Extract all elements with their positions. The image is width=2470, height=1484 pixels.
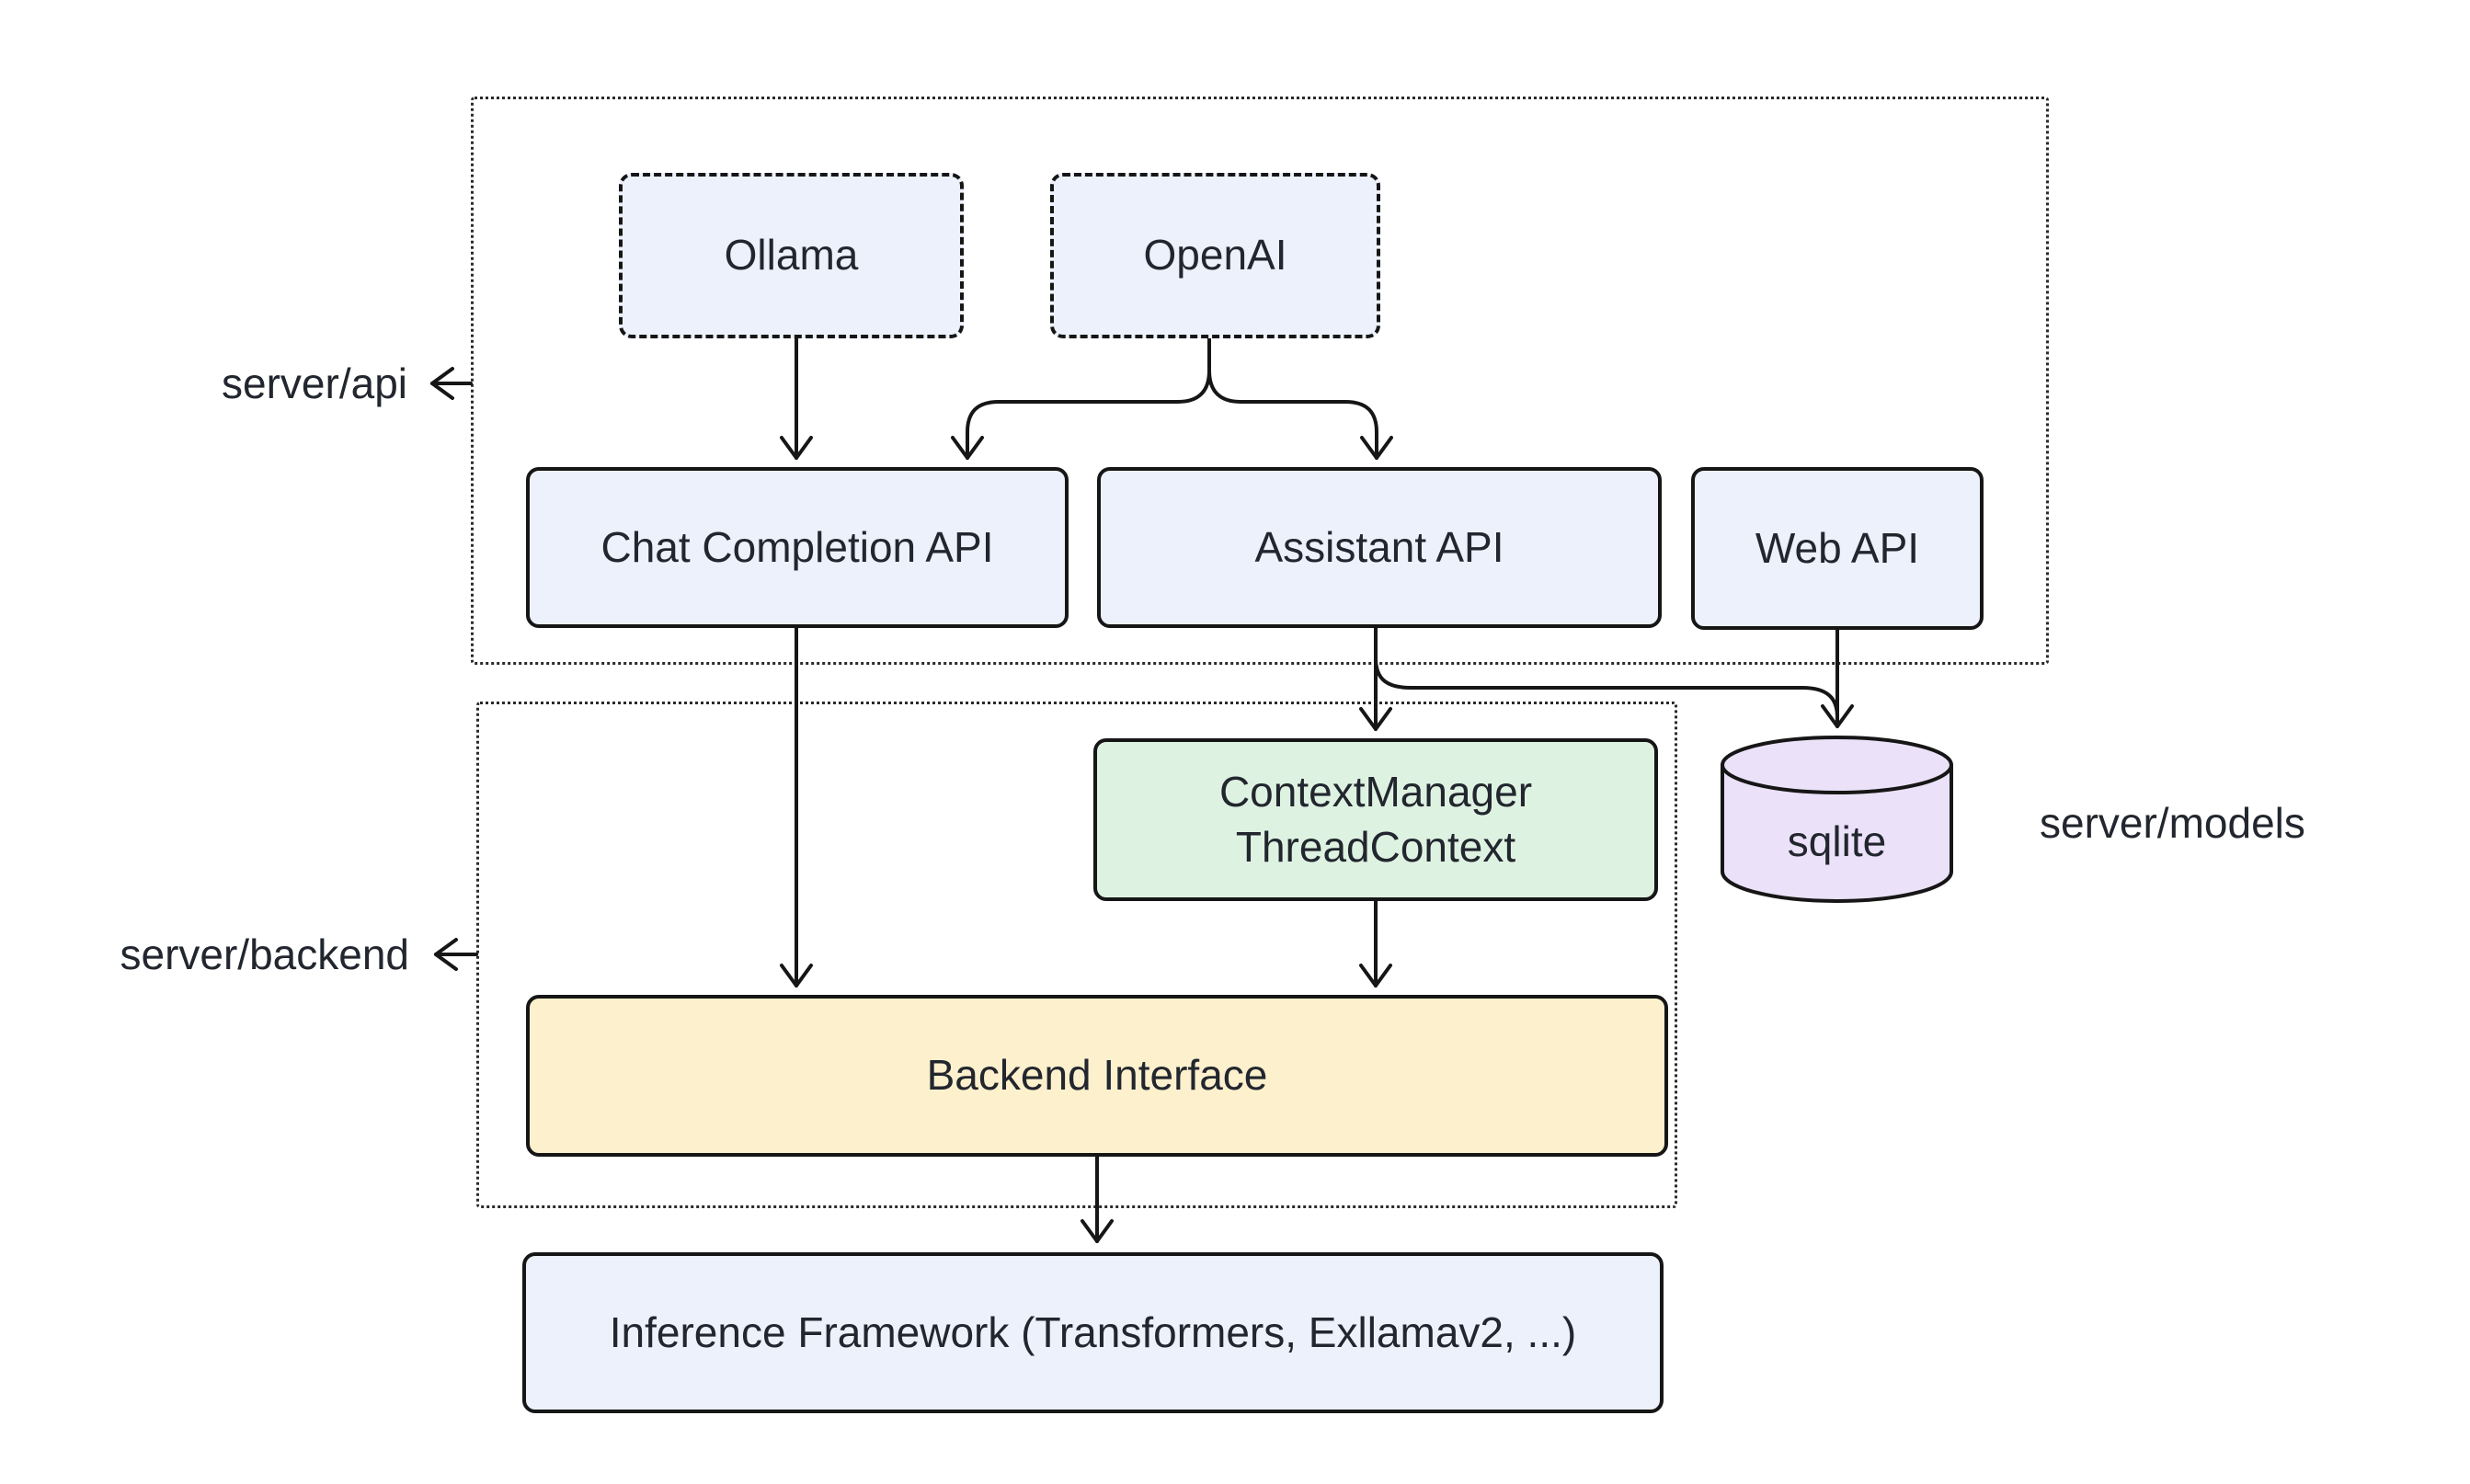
- server-models-label: server/models: [2040, 799, 2305, 847]
- edge-assistant-to-sqlite-branch: [1374, 656, 1839, 719]
- node-chat-completion-api: Chat Completion API: [526, 467, 1069, 628]
- node-ollama: Ollama: [619, 173, 964, 338]
- node-context-manager: ContextManager ThreadContext: [1093, 738, 1658, 901]
- node-chat-completion-api-label: Chat Completion API: [600, 522, 994, 571]
- node-ollama-label: Ollama: [724, 231, 859, 280]
- server-api-container: [471, 97, 2049, 665]
- server-backend-label: server/backend: [120, 930, 410, 978]
- node-inference-framework: Inference Framework (Transformers, Exlla…: [522, 1252, 1664, 1413]
- node-openai: OpenAI: [1050, 173, 1380, 338]
- node-web-api: Web API: [1691, 467, 1984, 630]
- node-backend-interface: Backend Interface: [526, 995, 1668, 1157]
- node-assistant-api-label: Assistant API: [1254, 522, 1504, 571]
- server-api-label: server/api: [222, 360, 407, 407]
- edge-openai-to-chat: [951, 337, 1211, 460]
- node-openai-label: OpenAI: [1143, 231, 1287, 280]
- node-web-api-label: Web API: [1755, 523, 1920, 572]
- edge-openai-to-assistant: [1207, 369, 1393, 460]
- node-sqlite-label: sqlite: [1787, 817, 1887, 865]
- node-context-manager-line1: ContextManager: [1218, 767, 1533, 816]
- node-assistant-api: Assistant API: [1097, 467, 1662, 628]
- node-backend-interface-label: Backend Interface: [926, 1051, 1268, 1100]
- node-context-manager-line2: ThreadContext: [1235, 822, 1516, 871]
- node-inference-framework-label: Inference Framework (Transformers, Exlla…: [609, 1307, 1577, 1356]
- database-cylinder-icon: [1721, 736, 1953, 903]
